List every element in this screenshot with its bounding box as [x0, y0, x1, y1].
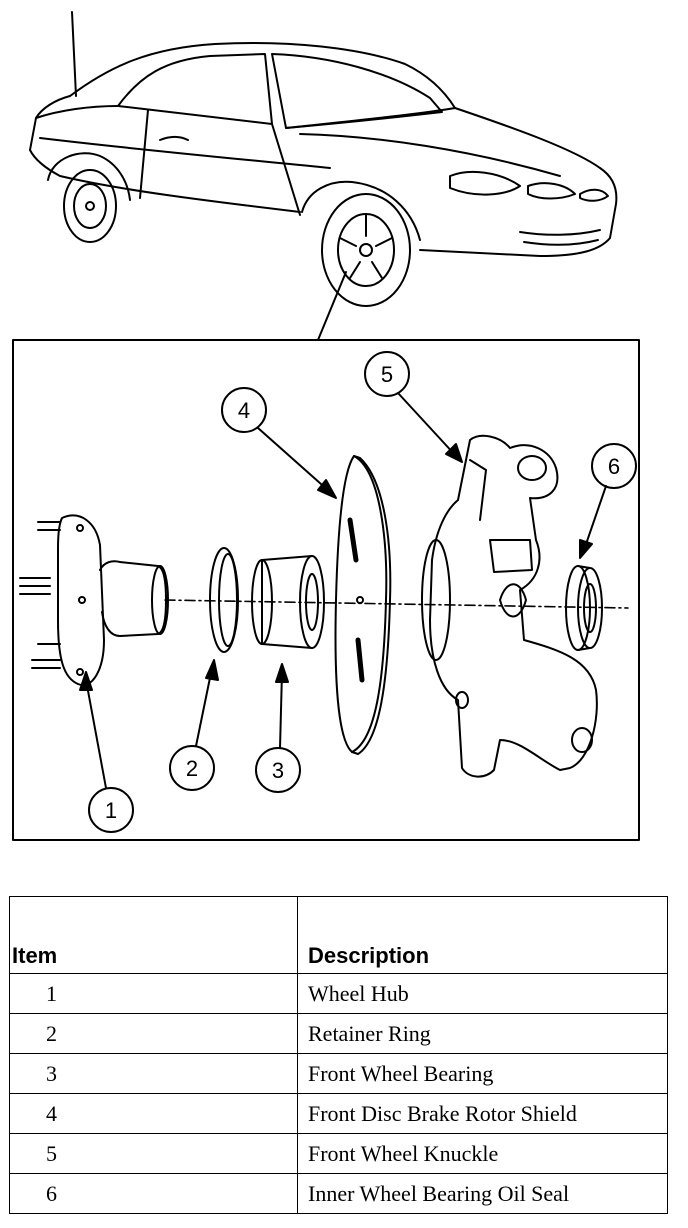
table-header-row: Item Description	[9, 896, 668, 974]
callout-5: 5	[364, 351, 463, 463]
parts-legend-table: Item Description 1 Wheel Hub 2 Retainer …	[9, 896, 668, 1214]
car-illustration	[29, 11, 618, 307]
table-row: 1 Wheel Hub	[9, 973, 668, 1014]
callout-3: 3	[255, 663, 301, 793]
description-column-header: Description	[297, 896, 668, 974]
callout-1-label: 1	[105, 798, 117, 823]
detail-frame	[12, 339, 640, 841]
item-description: Front Wheel Knuckle	[297, 1133, 668, 1174]
table-row: 2 Retainer Ring	[9, 1013, 668, 1054]
exploded-view-diagram: 1 2 3 4 5 6	[12, 11, 640, 841]
item-description: Retainer Ring	[297, 1013, 668, 1054]
oil-seal-drawing	[565, 565, 603, 651]
table-row: 5 Front Wheel Knuckle	[9, 1133, 668, 1174]
callout-3-label: 3	[272, 758, 284, 783]
callout-6: 6	[579, 443, 637, 559]
item-column-header: Item	[9, 896, 298, 974]
callout-5-label: 5	[381, 362, 393, 387]
callout-2-label: 2	[186, 756, 198, 781]
item-number: 4	[9, 1093, 298, 1134]
callout-6-label: 6	[608, 454, 620, 479]
wheel-knuckle-drawing	[421, 434, 598, 778]
item-number: 1	[9, 973, 298, 1014]
item-number: 6	[9, 1173, 298, 1214]
item-description: Inner Wheel Bearing Oil Seal	[297, 1173, 668, 1214]
axle-centerline	[164, 599, 629, 609]
wheel-hub-drawing	[19, 514, 169, 687]
retainer-ring-drawing	[209, 547, 239, 653]
table-row: 3 Front Wheel Bearing	[9, 1053, 668, 1094]
callout-4-label: 4	[238, 398, 250, 423]
item-number: 5	[9, 1133, 298, 1174]
rotor-shield-drawing	[334, 455, 392, 755]
callout-1: 1	[79, 671, 134, 833]
item-number: 3	[9, 1053, 298, 1094]
table-row: 4 Front Disc Brake Rotor Shield	[9, 1093, 668, 1134]
item-description: Wheel Hub	[297, 973, 668, 1014]
wheel-bearing-drawing	[251, 555, 325, 649]
detail-pointer-line	[317, 271, 347, 341]
callout-2: 2	[169, 659, 219, 791]
callout-4: 4	[221, 387, 337, 499]
item-number: 2	[9, 1013, 298, 1054]
table-row: 6 Inner Wheel Bearing Oil Seal	[9, 1173, 668, 1214]
item-description: Front Disc Brake Rotor Shield	[297, 1093, 668, 1134]
item-description: Front Wheel Bearing	[297, 1053, 668, 1094]
